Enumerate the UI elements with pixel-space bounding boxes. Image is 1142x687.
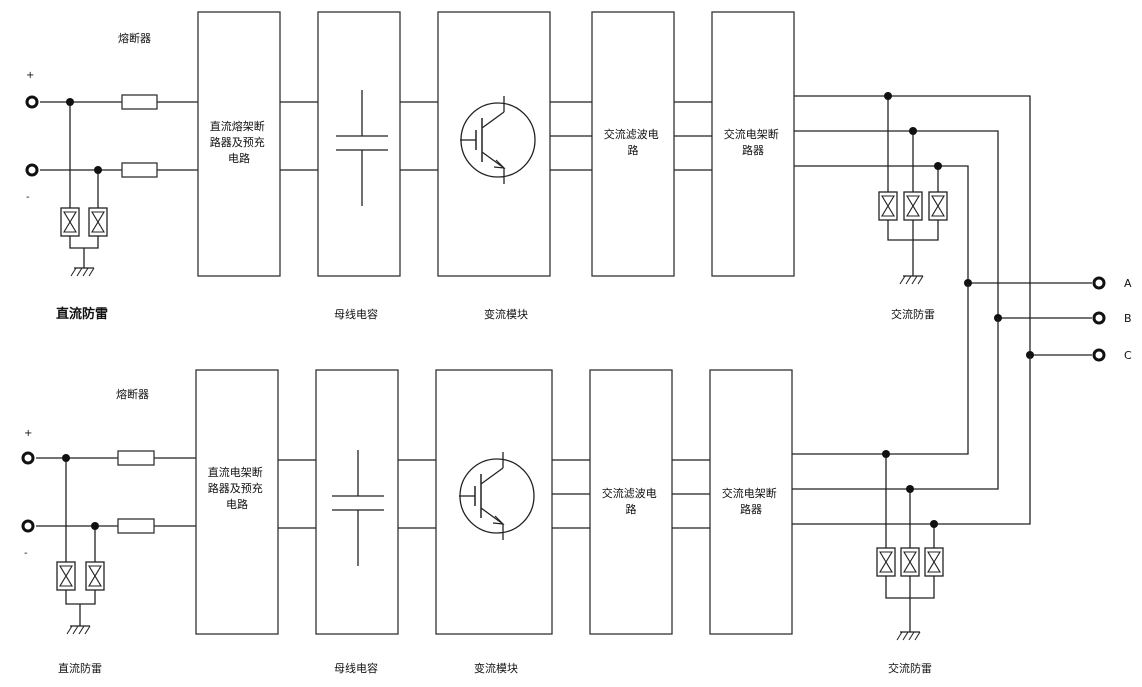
- bottom-converter-box: [435, 369, 553, 635]
- bottom-minus-sign: -: [24, 548, 28, 559]
- top-dc-breaker-box: [197, 11, 281, 277]
- top-dc-surge-arrester-2: [88, 207, 108, 237]
- ac-outputs: A B C: [964, 276, 1132, 362]
- bottom-dc-surge-arrester-1: [56, 561, 76, 591]
- top-ac-ground-icon: [899, 275, 924, 285]
- bottom-ac-surge-arrester-a: [876, 547, 896, 577]
- top-capacitor-box: [317, 11, 401, 277]
- bottom-dc-ground-icon: [66, 625, 91, 635]
- bottom-plus-sign: +: [24, 428, 32, 439]
- top-ac-filter-box: [591, 11, 675, 277]
- top-ac-breaker-label: 交流电架断 路器: [724, 127, 783, 157]
- bottom-dc-breaker-label: 直流电架断 路器及预充 电路: [208, 465, 267, 511]
- bottom-ac-filter-label: 交流滤波电 路: [602, 486, 661, 516]
- output-label-a: A: [1124, 277, 1132, 290]
- bottom-dc-surge-label: 直流防雷: [58, 661, 102, 675]
- output-terminal-b: [1092, 311, 1106, 325]
- top-ac-surge-wiring: [887, 96, 939, 276]
- top-dc-breaker-label: 直流熔架断 路器及预充 电路: [210, 119, 269, 165]
- bottom-dc-surge-arrester-2: [85, 561, 105, 591]
- bottom-dc-breaker-box: [195, 369, 279, 635]
- output-label-b: B: [1124, 312, 1132, 325]
- top-ac-surge-arrester-a: [878, 191, 898, 221]
- top-unit: 熔断器 + - 直流熔架断 路器及预充 电路 交流滤波电 路 交流电架断 路器 …: [25, 11, 1031, 355]
- top-ac-bus-c: [794, 165, 969, 283]
- top-ac-surge-label: 交流防雷: [891, 307, 935, 321]
- bottom-bus-capacitor-label: 母线电容: [334, 661, 378, 675]
- top-minus-sign: -: [26, 192, 30, 203]
- top-ac-surge-arrester-c: [928, 191, 948, 221]
- bottom-ac-surge-arrester-b: [900, 547, 920, 577]
- bottom-ac-surge-label: 交流防雷: [888, 661, 932, 675]
- bottom-dc-positive-terminal: [21, 451, 35, 465]
- top-plus-sign: +: [26, 70, 34, 81]
- bottom-ac-ground-icon: [896, 631, 921, 641]
- bottom-ac-bus-b: [792, 318, 999, 490]
- bottom-converter-label: 变流模块: [474, 661, 518, 675]
- top-fuse-negative: [121, 162, 158, 178]
- bottom-dc-negative-terminal: [21, 519, 35, 533]
- bottom-fuse-label: 熔断器: [116, 387, 149, 401]
- output-label-c: C: [1124, 349, 1132, 362]
- bottom-fuse-positive: [117, 450, 155, 466]
- top-fuse-label: 熔断器: [118, 31, 151, 45]
- bottom-fuse-negative: [117, 518, 155, 534]
- output-terminal-a: [1092, 276, 1106, 290]
- top-dc-surge-arrester-1: [60, 207, 80, 237]
- top-dc-ground-icon: [70, 267, 95, 277]
- top-ac-surge-arrester-b: [903, 191, 923, 221]
- bottom-ac-filter-box: [589, 369, 673, 635]
- top-ac-bus-b: [794, 130, 999, 318]
- top-dc-surge-wiring: [69, 102, 99, 268]
- top-dc-negative-terminal: [25, 163, 39, 177]
- bottom-ac-bus-c: [792, 283, 969, 455]
- top-bus-capacitor-label: 母线电容: [334, 307, 378, 321]
- top-ac-breaker-box: [711, 11, 795, 277]
- bottom-ac-bus-a: [792, 355, 1031, 525]
- top-dc-surge-label: 直流防雷: [56, 306, 108, 322]
- bottom-ac-surge-arrester-c: [924, 547, 944, 577]
- top-ac-bus-a: [794, 95, 1031, 355]
- top-ac-filter-label: 交流滤波电 路: [604, 127, 663, 157]
- top-converter-box: [437, 11, 551, 277]
- bottom-ac-breaker-box: [709, 369, 793, 635]
- top-fuse-positive: [121, 94, 158, 110]
- output-terminal-c: [1092, 348, 1106, 362]
- bottom-unit: 熔断器 + - 直流电架断 路器及预充 电路 交流滤波电 路 交流电架断 路器 …: [21, 283, 1031, 675]
- bottom-ac-surge-wiring: [885, 454, 935, 632]
- top-dc-positive-terminal: [25, 95, 39, 109]
- top-converter-label: 变流模块: [484, 307, 528, 321]
- bottom-ac-breaker-label: 交流电架断 路器: [722, 486, 781, 516]
- bottom-dc-surge-wiring: [65, 458, 96, 626]
- bottom-capacitor-box: [315, 369, 399, 635]
